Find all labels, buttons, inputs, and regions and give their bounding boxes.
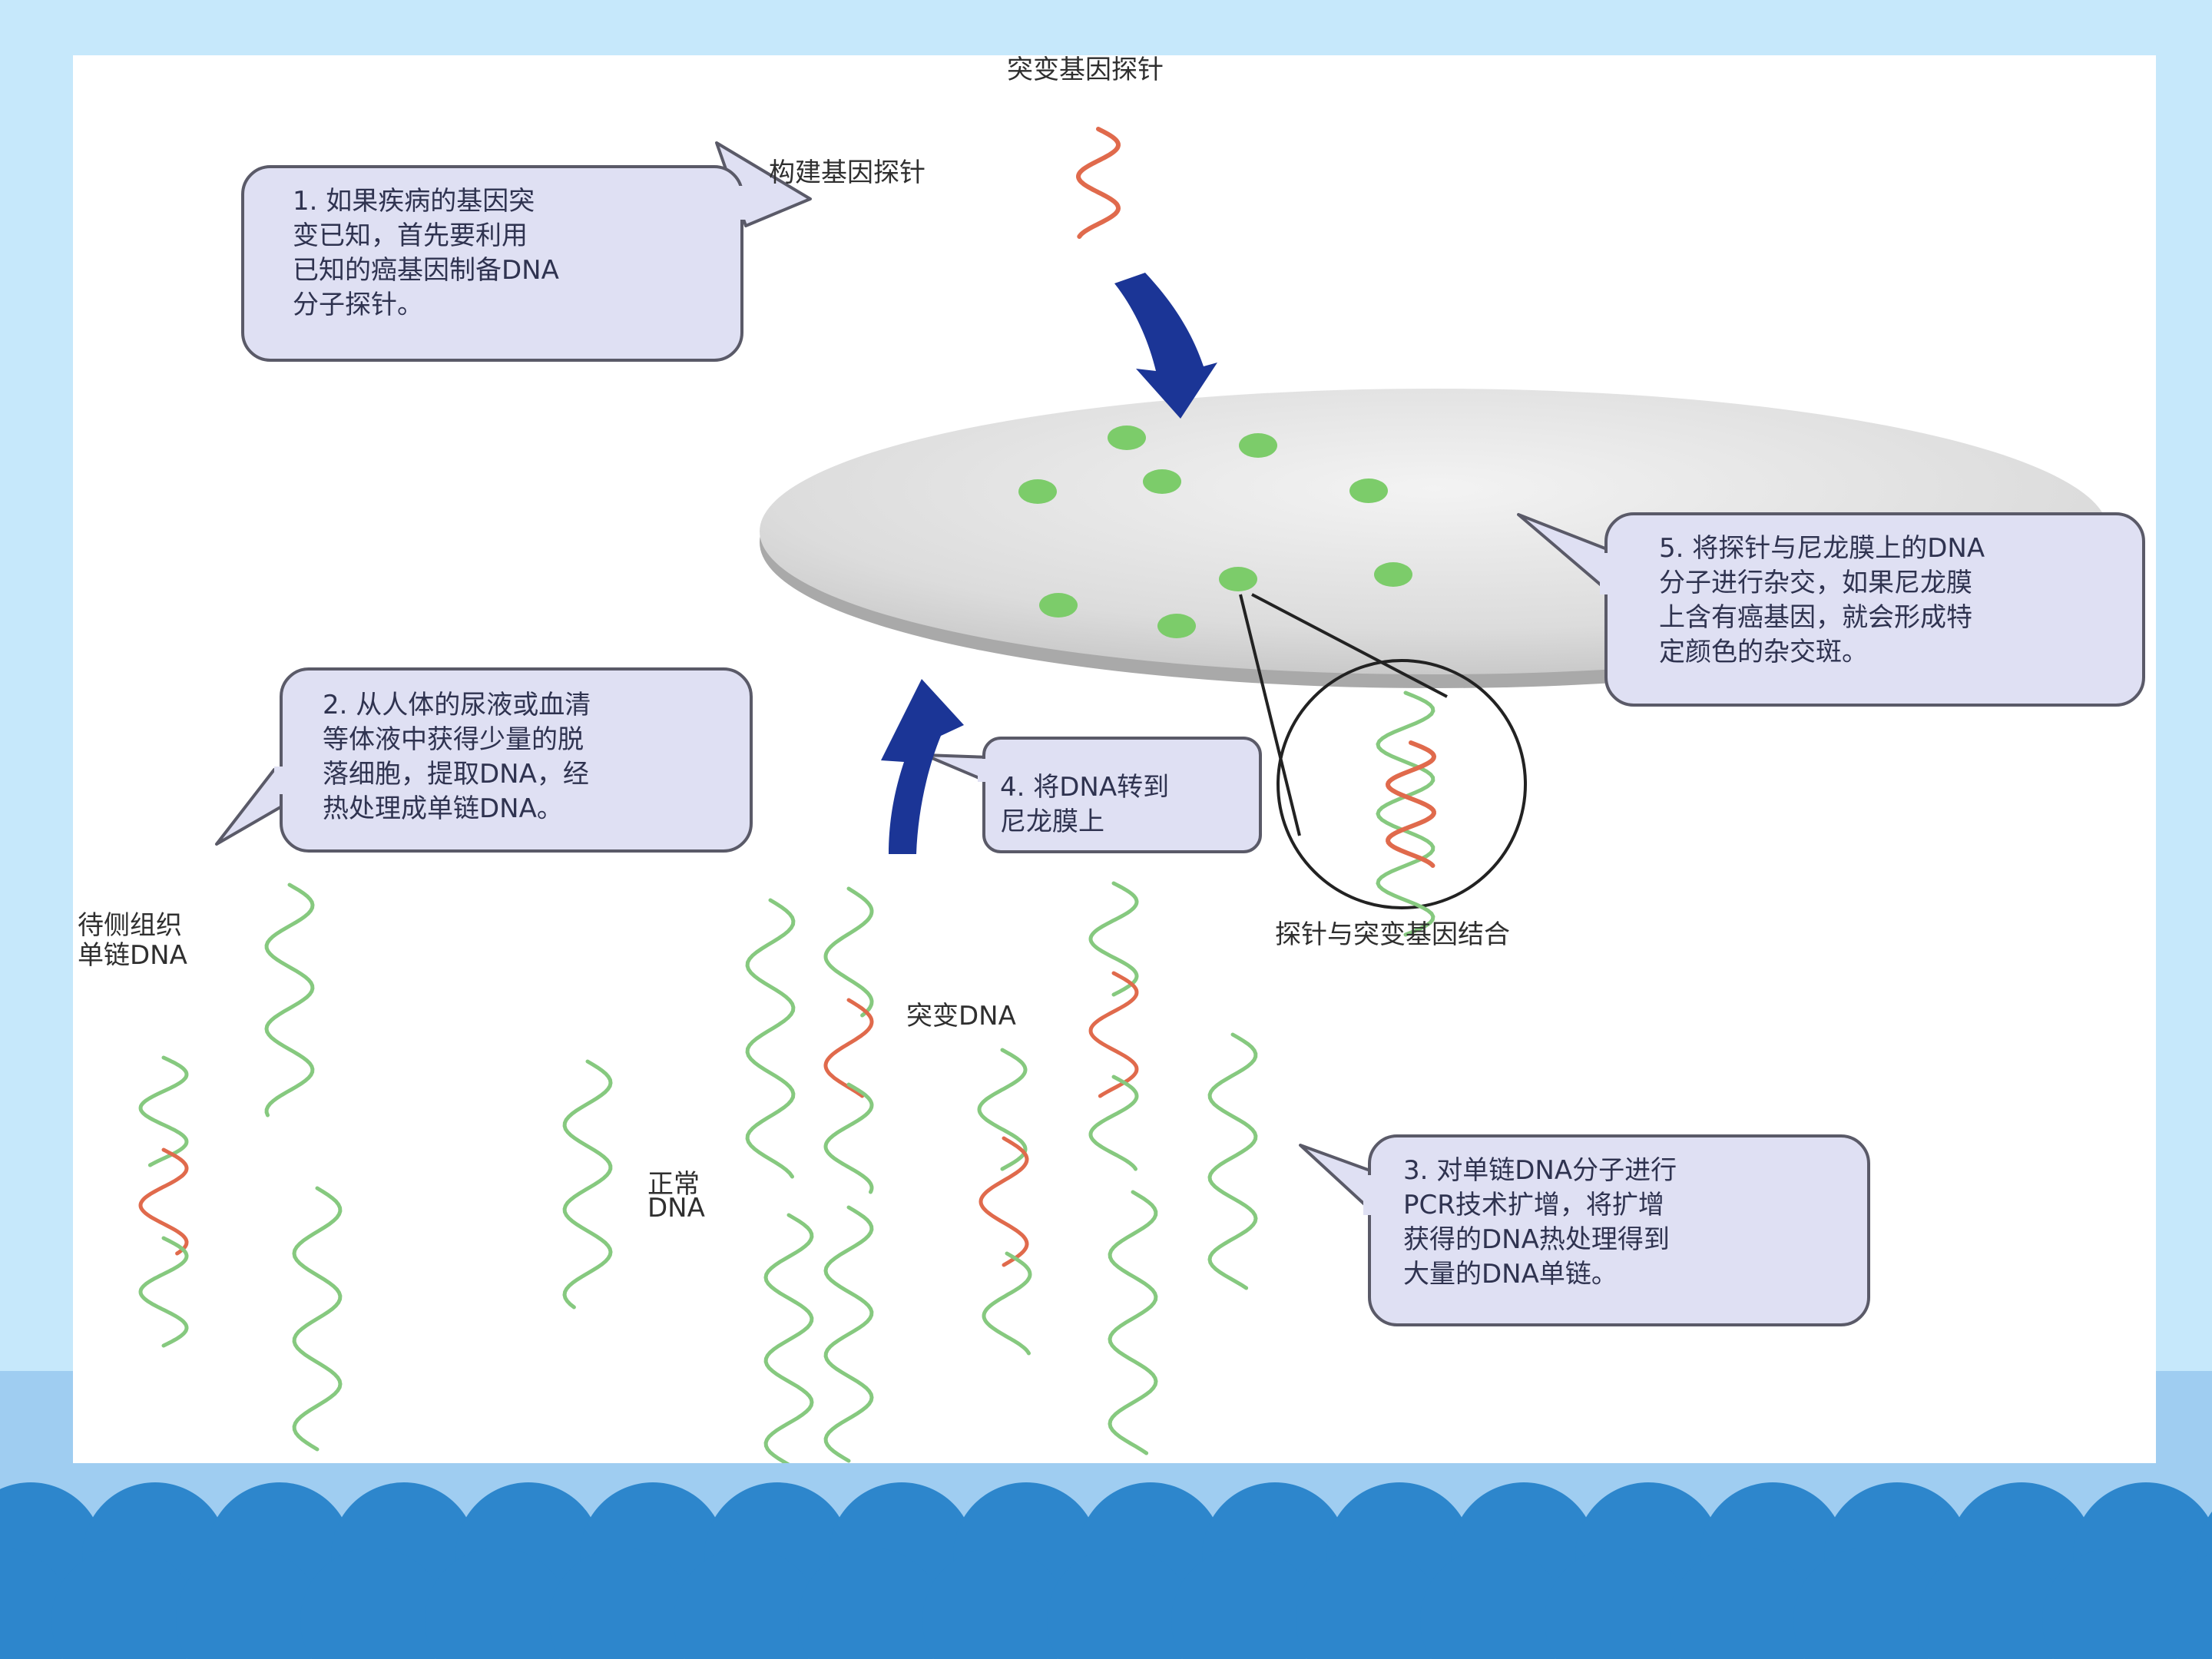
normal-dna-label: 正常 DNA bbox=[647, 1169, 705, 1224]
mutant-dna-label: 突变DNA bbox=[906, 1001, 1016, 1031]
normal-strand bbox=[1088, 1075, 1139, 1171]
normal-strand bbox=[1108, 1190, 1158, 1455]
callout-step-2 bbox=[215, 667, 753, 853]
hybridization-spot bbox=[1239, 433, 1277, 458]
probe-strand bbox=[1075, 127, 1121, 239]
step-4-text: 4. 将DNA转到 尼龙膜上 bbox=[1000, 772, 1170, 837]
scallop-shape bbox=[176, 1548, 322, 1659]
scallop-shape bbox=[1047, 1548, 1193, 1659]
scallop-shape bbox=[798, 1548, 944, 1659]
hybridization-spot bbox=[1219, 567, 1257, 591]
normal-strand bbox=[977, 1048, 1028, 1171]
construct-probe-label: 构建基因探针 bbox=[769, 157, 926, 188]
callout-step-4 bbox=[923, 737, 1262, 853]
normal-strand bbox=[823, 1205, 874, 1463]
scallop-shape bbox=[1793, 1548, 1939, 1659]
step-2-text: 2. 从人体的尿液或血清 等体液中获得少量的脱 落细胞，提取DNA，经 热处理成… bbox=[323, 690, 591, 824]
scallop-shape bbox=[300, 1548, 446, 1659]
diagram-canvas bbox=[138, 127, 2145, 1463]
mutant-strand bbox=[138, 1147, 189, 1256]
pointer-line bbox=[1251, 593, 1448, 698]
normal-strand bbox=[138, 1055, 189, 1167]
hybridization-spot bbox=[1108, 426, 1146, 450]
hybridization-spot bbox=[1349, 478, 1388, 503]
mutant-strand bbox=[823, 998, 874, 1098]
scallop-shape bbox=[549, 1548, 695, 1659]
pointer-line bbox=[1239, 594, 1301, 836]
step-1-text: 1. 如果疾病的基因突 变已知，首先要利用 已知的癌基因制备DNA 分子探针。 bbox=[293, 186, 559, 320]
normal-strand bbox=[745, 898, 796, 1179]
step-5-text: 5. 将探针与尼龙膜上的DNA 分子进行杂交，如果尼龙膜 上含有癌基因，就会形成… bbox=[1659, 533, 1985, 667]
normal-strand bbox=[1376, 690, 1435, 937]
normal-strand bbox=[292, 1186, 343, 1452]
scallop-shape bbox=[2167, 1553, 2212, 1659]
normal-strand bbox=[823, 1082, 874, 1194]
callout-step-1 bbox=[241, 141, 812, 362]
scallop-shape bbox=[425, 1548, 571, 1659]
mutant-strand bbox=[1088, 971, 1139, 1098]
magnifier-circle bbox=[1277, 659, 1527, 909]
normal-strand bbox=[1088, 881, 1139, 997]
hybridization-spot bbox=[1374, 562, 1412, 587]
scallop-shape bbox=[1296, 1548, 1442, 1659]
scallop-shape bbox=[1420, 1548, 1566, 1659]
normal-strand bbox=[823, 886, 874, 1018]
diagram-title: 突变基因探针 bbox=[1007, 55, 1164, 85]
callout-step-5 bbox=[1517, 512, 2145, 707]
scallop-shape bbox=[1545, 1548, 1690, 1659]
hybridization-spot bbox=[1157, 614, 1196, 638]
scallop-shape bbox=[1171, 1548, 1317, 1659]
mutant-strand bbox=[979, 1136, 1029, 1267]
probe-strand bbox=[1385, 740, 1437, 868]
hybridization-spot bbox=[1018, 479, 1057, 504]
normal-strand bbox=[138, 1236, 189, 1348]
hybridization-spot bbox=[1143, 469, 1181, 494]
down-arrow bbox=[1114, 273, 1217, 419]
tissue-dna-label: 待侧组织 单链DNA bbox=[78, 910, 187, 972]
normal-strand bbox=[562, 1059, 613, 1310]
scallop-shape bbox=[2042, 1548, 2188, 1659]
scallop-shape bbox=[1918, 1548, 2064, 1659]
scallop-shape bbox=[1669, 1548, 1815, 1659]
scallop-shape bbox=[674, 1548, 820, 1659]
diagram-panel: 突变基因探针 构建基因探针 探针与突变基因结合 待侧组织 单链DNA 突变DNA… bbox=[73, 55, 2156, 1463]
normal-strand bbox=[264, 882, 315, 1118]
normal-strand bbox=[982, 1251, 1032, 1356]
hybridization-spot bbox=[1039, 593, 1078, 618]
probe-binding-label: 探针与突变基因结合 bbox=[1275, 919, 1510, 950]
callout-step-3 bbox=[1299, 1134, 1870, 1326]
scallop-shape bbox=[922, 1548, 1068, 1659]
normal-strand bbox=[763, 1213, 814, 1463]
normal-strand bbox=[1207, 1032, 1258, 1290]
scallop-shape bbox=[51, 1548, 197, 1659]
step-3-text: 3. 对单链DNA分子进行 PCR技术扩增，将扩增 获得的DNA热处理得到 大量… bbox=[1403, 1155, 1677, 1290]
scallop-decoration bbox=[0, 1482, 2212, 1659]
up-arrow bbox=[881, 679, 964, 854]
